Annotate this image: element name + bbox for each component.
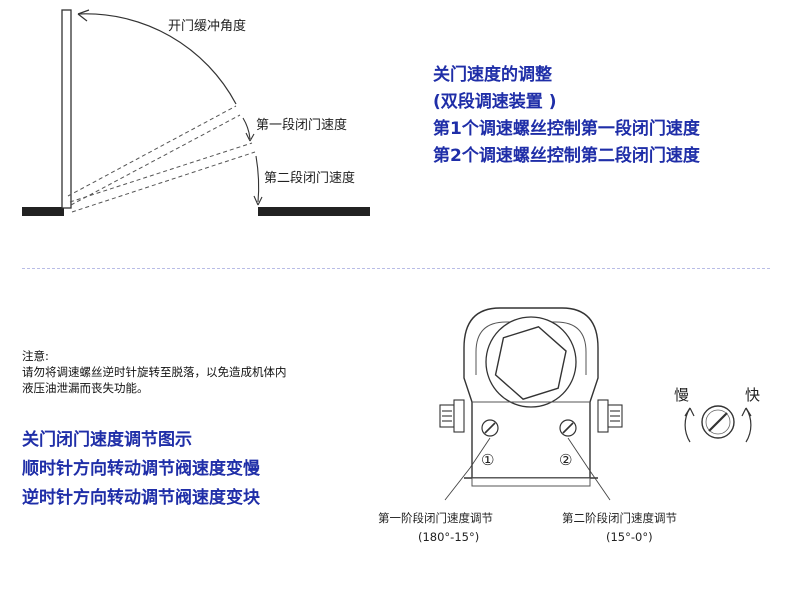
dashed-door-position-2	[69, 142, 256, 213]
leader-line-stage2	[567, 437, 611, 501]
slow-label: 慢	[674, 386, 689, 404]
door-open-position	[61, 9, 72, 209]
screw2-description: 第2个调速螺丝控制第二段闭门速度	[433, 146, 700, 166]
counterclockwise-instruction: 逆时针方向转动调节阀速度变块	[22, 488, 260, 508]
door-closing-diagram: 开门缓冲角度 第一段闭门速度 第二段闭门速度	[22, 9, 370, 216]
note-line-1: 请勿将调速螺丝逆时针旋转至脱落，以免造成机体内	[22, 365, 287, 379]
second-stage-arrow-head	[253, 195, 263, 206]
adjustment-guide: 关门闭门速度调节图示 顺时针方向转动调节阀速度变慢 逆时针方向转动调节阀速度变块	[22, 426, 260, 513]
dashed-door-position-1	[67, 105, 241, 206]
closer-device-diagram: ① ② 第一阶段闭门速度调节 (180°-15°) 第二阶段闭门速度调节 (15…	[378, 307, 760, 544]
fast-arrow-head	[741, 407, 752, 417]
speed-adjustment-text: 关门速度的调整 (双段调速装置 ) 第1个调速螺丝控制第一段闭门速度 第2个调速…	[433, 62, 700, 170]
left-wall-block	[22, 207, 64, 216]
stage2-label: 第二阶段闭门速度调节	[562, 511, 677, 525]
stage1-label: 第一阶段闭门速度调节	[378, 511, 493, 525]
note: 注意: 请勿将调速螺丝逆时针旋转至脱落，以免造成机体内 液压油泄漏而丧失功能。	[22, 348, 287, 396]
note-heading: 注意:	[22, 349, 49, 363]
fast-direction-arrow	[745, 407, 752, 443]
section-divider	[22, 268, 770, 269]
second-stage-arc	[255, 155, 260, 203]
hex-nut	[494, 326, 567, 400]
adjustment-guide-title: 关门闭门速度调节图示	[22, 430, 192, 450]
adjustment-screw-1	[481, 419, 499, 437]
right-bolt	[597, 399, 623, 433]
opening-buffer-angle-label: 开门缓冲角度	[168, 18, 246, 34]
left-bolt	[439, 399, 465, 433]
slow-arrow-head	[684, 407, 695, 417]
clockwise-instruction: 顺时针方向转动调节阀速度变慢	[22, 459, 260, 479]
buffer-arrow-head	[77, 9, 90, 22]
speed-adjustment-title: 关门速度的调整	[433, 65, 552, 85]
stage1-range: (180°-15°)	[418, 530, 479, 544]
slow-direction-arrow	[684, 407, 691, 443]
stage2-range: (15°-0°)	[606, 530, 653, 544]
right-wall-block	[258, 207, 370, 216]
first-stage-arrow-head	[245, 132, 255, 142]
dial-screw	[701, 405, 735, 439]
screw1-description: 第1个调速螺丝控制第一段闭门速度	[433, 119, 700, 139]
screw-1-marker: ①	[481, 451, 494, 469]
note-line-2: 液压油泄漏而丧失功能。	[22, 381, 149, 395]
fast-label: 快	[745, 386, 760, 404]
first-stage-arc	[242, 117, 251, 140]
second-stage-speed-label: 第二段闭门速度	[264, 170, 355, 186]
leader-line-stage1	[444, 437, 491, 501]
screw-2-marker: ②	[559, 451, 572, 469]
speed-adjustment-subtitle: (双段调速装置 )	[433, 92, 557, 112]
buffer-angle-arc	[77, 13, 237, 105]
first-stage-speed-label: 第一段闭门速度	[256, 117, 347, 133]
adjustment-screw-2	[559, 419, 577, 437]
base-plate	[471, 477, 591, 487]
